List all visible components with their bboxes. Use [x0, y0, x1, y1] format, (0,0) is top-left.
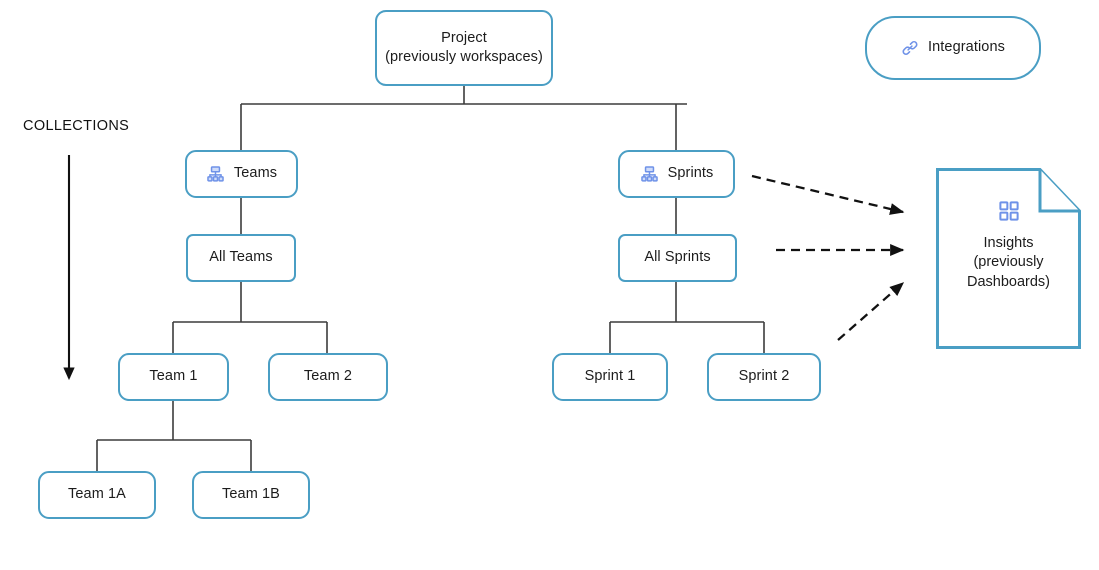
node-all-teams[interactable]: All Teams — [186, 234, 296, 282]
node-team-1-label: Team 1 — [149, 368, 198, 385]
node-sprints[interactable]: Sprints — [618, 150, 735, 198]
node-sprint-2[interactable]: Sprint 2 — [707, 353, 821, 401]
node-sprints-label: Sprints — [667, 165, 714, 182]
collections-axis-label: COLLECTIONS — [23, 118, 130, 134]
edge-sprints-to-insights — [751, 174, 905, 215]
sitemap-icon — [206, 165, 225, 184]
node-team-1b-label: Team 1B — [222, 486, 280, 503]
node-insights[interactable]: Insights (previously Dashboards) — [936, 168, 1081, 349]
node-insights-label: Insights (previously Dashboards) — [966, 235, 1050, 290]
node-teams[interactable]: Teams — [185, 150, 298, 198]
node-team-1[interactable]: Team 1 — [118, 353, 229, 401]
node-all-sprints[interactable]: All Sprints — [618, 234, 737, 282]
edge-sprint2-to-insights — [837, 282, 905, 341]
node-all-sprints-label: All Sprints — [644, 249, 711, 266]
node-sprint-1-label: Sprint 1 — [584, 368, 636, 385]
node-all-teams-label: All Teams — [209, 249, 273, 266]
node-team-1a-label: Team 1A — [68, 486, 126, 503]
node-sprint-2-label: Sprint 2 — [738, 368, 790, 385]
node-team-1a[interactable]: Team 1A — [38, 471, 156, 519]
node-integrations-label: Integrations — [928, 39, 1005, 56]
dashboard-grid-icon — [998, 200, 1020, 222]
node-teams-label: Teams — [233, 165, 278, 182]
node-team-2[interactable]: Team 2 — [268, 353, 388, 401]
node-team-2-label: Team 2 — [303, 368, 353, 385]
node-sprint-1[interactable]: Sprint 1 — [552, 353, 668, 401]
link-icon — [901, 39, 919, 57]
node-project-label: Project (previously workspaces) — [385, 29, 543, 65]
document-shape — [936, 168, 1081, 349]
node-project[interactable]: Project (previously workspaces) — [375, 10, 553, 86]
node-team-1b[interactable]: Team 1B — [192, 471, 310, 519]
node-integrations[interactable]: Integrations — [865, 16, 1041, 80]
sitemap-icon — [640, 165, 659, 184]
